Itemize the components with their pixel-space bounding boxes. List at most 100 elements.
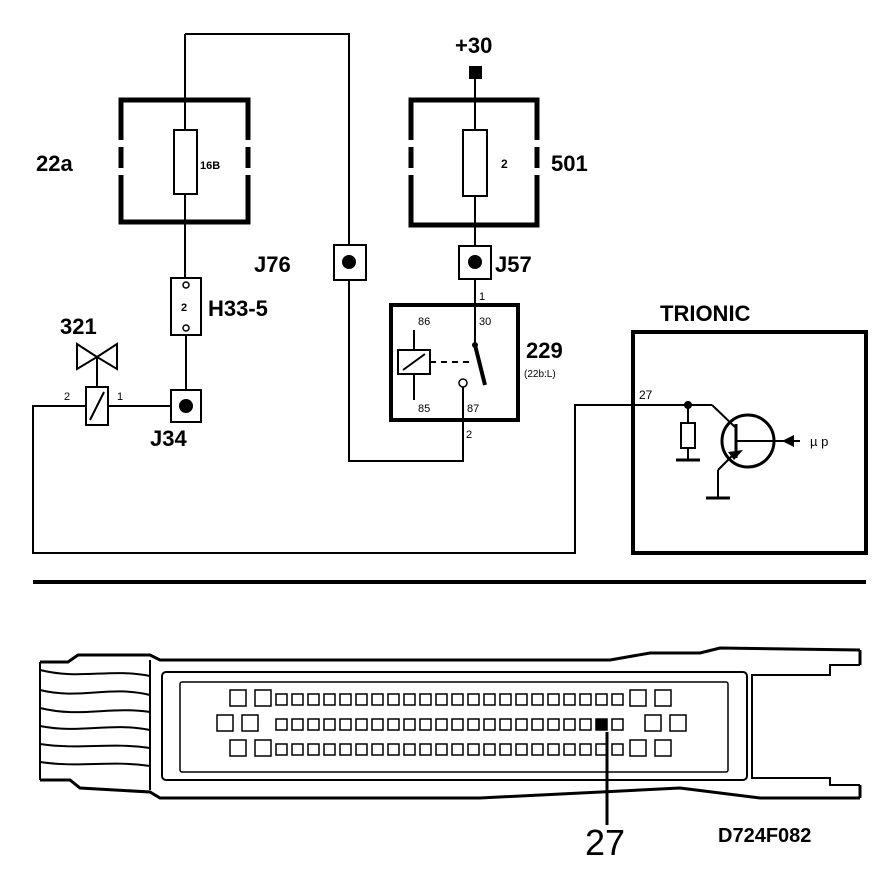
connector-pin <box>371 743 384 756</box>
connector-pin <box>403 743 416 756</box>
supply-label: +30 <box>455 33 492 58</box>
connector-pin <box>451 718 464 731</box>
connector-pin <box>547 718 560 731</box>
relay-pin-87: 87 <box>467 403 479 415</box>
connector-pin <box>579 693 592 706</box>
connector-pin <box>547 743 560 756</box>
connector-pin <box>216 714 234 732</box>
connector-pin <box>254 739 272 757</box>
ecu-connector-drawing <box>39 646 862 825</box>
valve-label: 321 <box>60 314 97 339</box>
connector-pin <box>403 693 416 706</box>
connector-pin <box>629 739 647 757</box>
fuse-box-501-label: 501 <box>551 151 588 176</box>
relay-sub-label: (22b:L) <box>524 369 556 380</box>
connector-pin <box>499 693 512 706</box>
connector-pin <box>419 693 432 706</box>
connector-pin <box>229 689 247 707</box>
connector-pin <box>371 693 384 706</box>
connector-pin <box>654 739 672 757</box>
ecu-label: TRIONIC <box>660 301 751 326</box>
supply-terminal <box>469 66 482 79</box>
connector-pin <box>595 693 608 706</box>
connector-pin <box>483 693 496 706</box>
connector-pin <box>403 718 416 731</box>
connector-pin <box>291 693 304 706</box>
connector-pins <box>216 689 687 757</box>
wire-top-loop <box>185 33 350 245</box>
relay-pin-30: 30 <box>479 316 491 328</box>
connector-pin <box>387 693 400 706</box>
valve-pin-1: 1 <box>117 391 123 403</box>
connector-pin <box>611 693 624 706</box>
connector-pin <box>339 718 352 731</box>
connector-pin <box>451 743 464 756</box>
connector-pin <box>531 743 544 756</box>
relay-wire-2: 2 <box>466 429 472 441</box>
connector-pin <box>467 743 480 756</box>
relay-pin-86: 86 <box>418 316 430 328</box>
connector-pin <box>387 718 400 731</box>
ecu-trionic <box>631 330 868 555</box>
ecu-pin-label: 27 <box>639 388 653 402</box>
connector-pin <box>515 718 528 731</box>
connector-pin <box>291 743 304 756</box>
connector-pin <box>355 718 368 731</box>
connector-pin <box>563 743 576 756</box>
relay-label: 229 <box>526 338 563 363</box>
relay-pin-85: 85 <box>418 403 430 415</box>
connector-pin <box>435 693 448 706</box>
connector-pin <box>563 693 576 706</box>
wire-bottom-loop <box>32 404 688 554</box>
micro-label: µ p <box>810 434 828 449</box>
j34-label: J34 <box>150 426 187 451</box>
relay-wire-1: 1 <box>479 291 485 303</box>
connector-pin <box>483 743 496 756</box>
connector-pin <box>323 718 336 731</box>
valve-symbol <box>76 342 99 371</box>
connector-pin <box>595 743 608 756</box>
connector-pin <box>515 693 528 706</box>
connector-pin <box>654 689 672 707</box>
connector-pin <box>307 718 320 731</box>
connector-pin <box>291 718 304 731</box>
connector-pin <box>467 718 480 731</box>
connector-pin <box>419 743 432 756</box>
fuse-box-22a-label: 22a <box>36 151 73 176</box>
connector-pin <box>275 693 288 706</box>
connector-pin <box>355 693 368 706</box>
ecu-resistor <box>680 422 696 449</box>
relay-229 <box>389 303 520 422</box>
connector-pin <box>669 714 687 732</box>
connector-pin <box>579 718 592 731</box>
connector-pin-label: 27 <box>585 822 625 863</box>
connector-pin <box>387 743 400 756</box>
connector-pin <box>229 739 247 757</box>
connector-pin <box>644 714 662 732</box>
connector-pin <box>595 718 608 731</box>
connector-pin <box>339 693 352 706</box>
connector-pin <box>307 693 320 706</box>
connector-pin <box>629 689 647 707</box>
connector-pin <box>275 718 288 731</box>
connector-pin <box>339 743 352 756</box>
connector-pin <box>611 718 624 731</box>
drawing-code: D724F082 <box>718 825 811 847</box>
connector-pin <box>563 718 576 731</box>
connector-pin <box>451 693 464 706</box>
connector-pin <box>515 743 528 756</box>
fuse-16b <box>173 129 198 195</box>
connector-pin <box>499 718 512 731</box>
connector-pin <box>499 743 512 756</box>
wire-j76-to-relay <box>348 280 464 462</box>
relay-switch <box>473 344 487 386</box>
fuse-2-label: 2 <box>501 157 508 171</box>
connector-pin <box>419 718 432 731</box>
connector-pin <box>435 743 448 756</box>
connector-pin <box>254 689 272 707</box>
valve-pin-2: 2 <box>64 391 70 403</box>
connector-pin <box>531 718 544 731</box>
connector-pin <box>435 718 448 731</box>
connector-pin <box>483 718 496 731</box>
